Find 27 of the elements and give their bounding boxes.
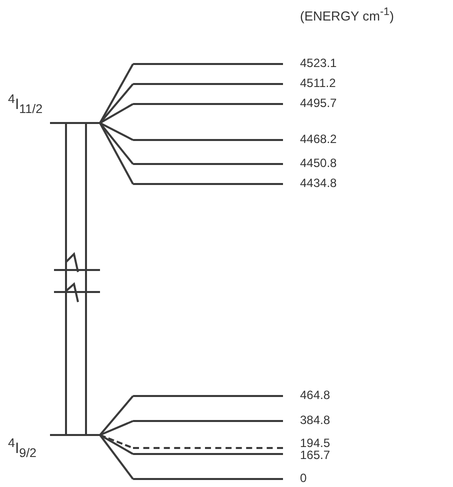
term-symbol: $^{4}$I$_{11/2}$: [8, 92, 43, 116]
splitting-line: [99, 83, 134, 124]
splitting-line: [100, 420, 134, 436]
energy-value: 4450.8: [300, 156, 337, 170]
energy-value: 4523.1: [300, 56, 337, 70]
energy-value: 194.5: [300, 436, 330, 450]
splitting-line: [100, 434, 134, 455]
broken-transition-line: [65, 124, 67, 434]
term-symbol: $^{4}$I$_{9/2}$: [8, 436, 37, 460]
energy-value: 4434.8: [300, 176, 337, 190]
splitting-line: [99, 122, 134, 165]
splitting-line: [100, 434, 134, 449]
splitting-line: [100, 103, 134, 124]
splitting-line: [100, 122, 134, 141]
energy-value: 0: [300, 471, 307, 485]
axis-unit-label: (ENERGY cm$^{-1}$): [300, 6, 394, 24]
splitting-line: [99, 434, 134, 480]
energy-value: 4495.7: [300, 96, 337, 110]
splitting-line: [99, 122, 134, 184]
energy-value: 4511.2: [300, 76, 336, 90]
energy-value: 4468.2: [300, 132, 337, 146]
splitting-line: [99, 395, 134, 436]
broken-transition-line: [85, 124, 87, 434]
energy-value: 384.8: [300, 413, 330, 427]
energy-value: 464.8: [300, 388, 330, 402]
splitting-line: [99, 64, 134, 124]
energy-value: 165.7: [300, 448, 330, 462]
